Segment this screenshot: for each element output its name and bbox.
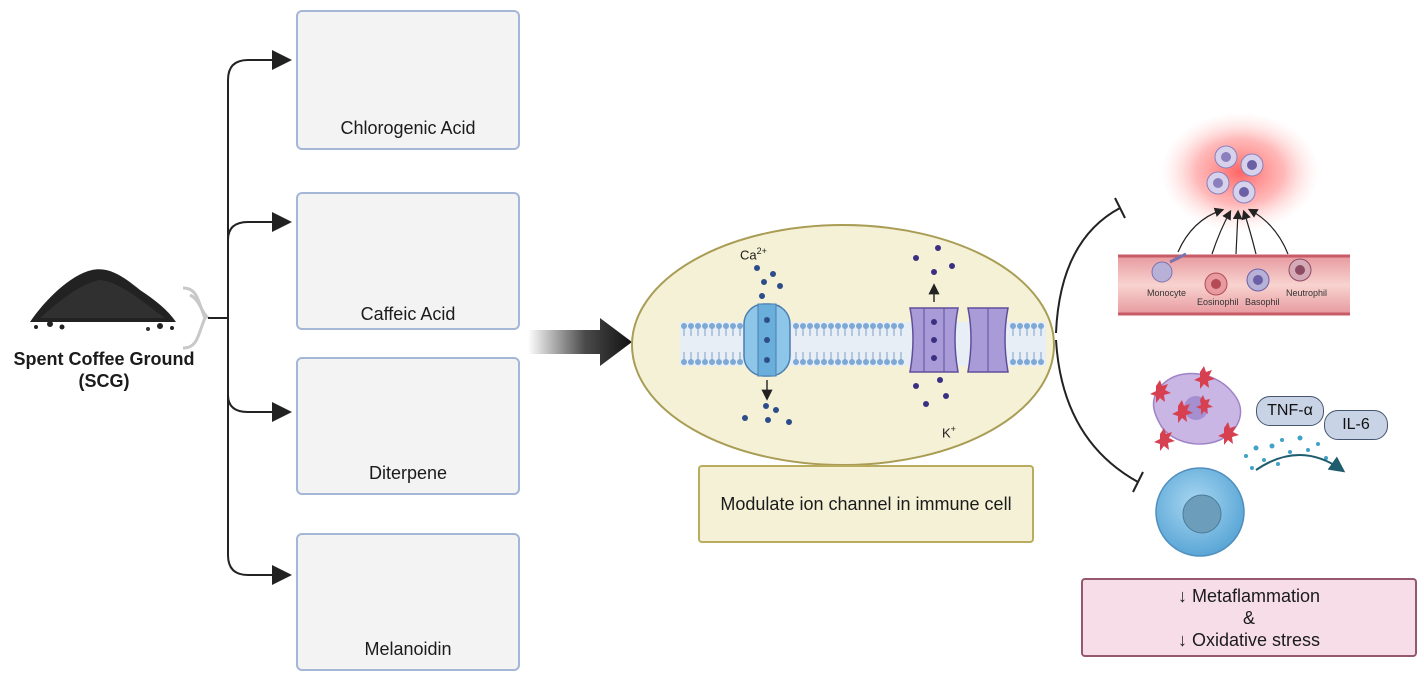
monocyte-label: Monocyte xyxy=(1147,288,1187,298)
secretion-arrow xyxy=(1255,454,1346,473)
potassium-charge: + xyxy=(950,424,956,434)
compound-box-caffeic-acid: Caffeic Acid xyxy=(296,192,520,330)
immune-cell-membrane xyxy=(631,224,1055,466)
compound-name: Melanoidin xyxy=(364,639,452,659)
branch-connectors xyxy=(208,50,292,585)
compound-name: Diterpene xyxy=(368,463,448,483)
eosinophil-label: Eosinophil xyxy=(1197,297,1239,307)
source-name: Spent Coffee Ground xyxy=(13,349,195,369)
potassium-ion-label: K+ xyxy=(942,424,956,440)
large-flow-arrow xyxy=(528,318,632,366)
outcome-ampersand: & xyxy=(1242,608,1255,628)
calcium-channel xyxy=(743,303,791,377)
source-label: Spent Coffee Ground (SCG) xyxy=(8,348,200,392)
il6-badge: IL-6 xyxy=(1324,410,1388,440)
ros-burst-icons xyxy=(1150,366,1239,451)
grouping-brace xyxy=(182,286,210,350)
outcome-oxidative-stress: ↓ Oxidative stress xyxy=(1177,630,1321,650)
blood-vessel xyxy=(1118,252,1350,316)
inhibition-arcs xyxy=(1055,197,1144,493)
tnf-alpha-badge: TNF-α xyxy=(1256,396,1324,426)
coffee-ground-pile-icon xyxy=(30,269,176,331)
potassium-ions xyxy=(913,245,955,407)
inflammation-site xyxy=(1160,112,1320,232)
basophil-label: Basophil xyxy=(1245,297,1280,307)
immune-cell-round xyxy=(1155,467,1245,557)
calcium-ions xyxy=(742,265,792,425)
compound-box-diterpene: Diterpene xyxy=(296,357,520,495)
mechanism-label: Modulate ion channel in immune cell xyxy=(720,494,1012,514)
neutrophil-label: Neutrophil xyxy=(1286,288,1328,298)
compound-box-chlorogenic-acid: Chlorogenic Acid xyxy=(296,10,520,150)
migration-arrows xyxy=(1177,207,1289,255)
mechanism-box: Modulate ion channel in immune cell xyxy=(698,465,1034,543)
cytokine-particles xyxy=(1244,435,1328,470)
compound-name: Chlorogenic Acid xyxy=(340,118,476,138)
calcium-ion-label: Ca2+ xyxy=(740,246,767,262)
outcome-metaflammation: ↓ Metaflammation xyxy=(1177,586,1321,606)
potassium-channel xyxy=(909,307,1009,373)
calcium-symbol: Ca xyxy=(740,247,757,263)
potassium-symbol: K xyxy=(942,425,951,441)
outcome-box: ↓ Metaflammation & ↓ Oxidative stress xyxy=(1081,578,1417,657)
source-abbreviation: (SCG) xyxy=(78,371,130,391)
calcium-charge: 2+ xyxy=(756,246,767,256)
compound-name: Caffeic Acid xyxy=(360,304,456,324)
compound-box-melanoidin: Melanoidin xyxy=(296,533,520,671)
